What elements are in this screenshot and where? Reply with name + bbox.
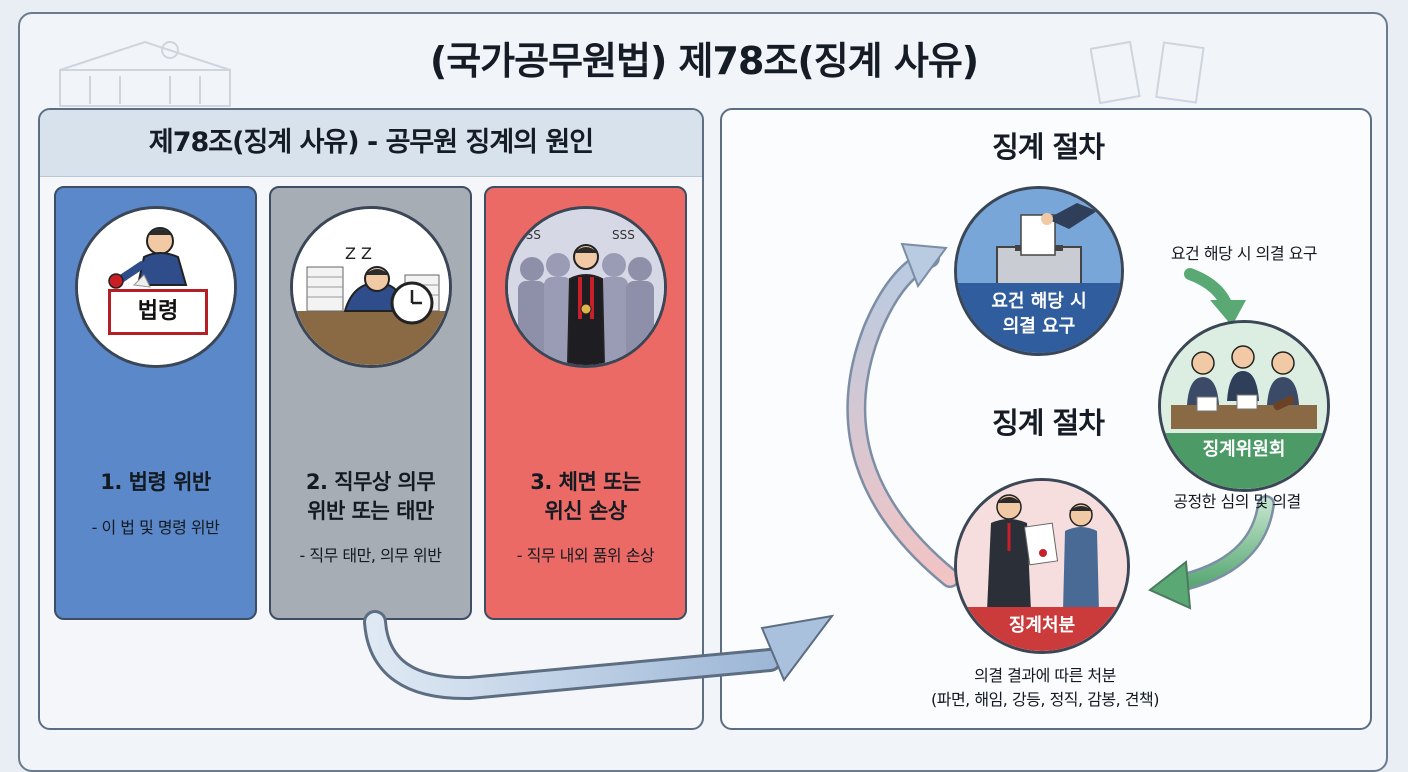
step-request-circle: 요건 해당 시 의결 요구 bbox=[954, 186, 1124, 356]
cause-title-3-line2: 위신 손상 bbox=[544, 499, 627, 523]
cause-desc-3: - 직무 내외 품위 손상 bbox=[516, 546, 655, 565]
person-breaking-law-icon bbox=[78, 209, 234, 365]
step-request-label-line2: 의결 요구 bbox=[1002, 316, 1076, 337]
step-request-label: 요건 해당 시 의결 요구 bbox=[957, 289, 1121, 339]
law-violation-illustration: 법령 bbox=[75, 206, 237, 368]
cause-card-law-violation: 법령 1. 법령 위반 - 이 법 및 명령 위반 bbox=[54, 186, 257, 620]
page-title: (국가공무원법) 제78조(징계 사유) bbox=[429, 39, 979, 83]
step-request-label-line1: 요건 해당 시 bbox=[991, 291, 1087, 312]
cause-title-1: 1. 법령 위반 bbox=[56, 468, 255, 497]
dignity-damage-illustration: SSS SSS bbox=[505, 206, 667, 368]
step-committee-circle: 징계위원회 bbox=[1158, 320, 1330, 492]
building-deco-icon bbox=[59, 40, 231, 107]
procedure-title-top: 징계 절차 bbox=[992, 130, 1105, 164]
cause-title-3: 3. 체면 또는 위신 손상 bbox=[486, 468, 685, 526]
gossip-crowd-icon: SSS SSS bbox=[508, 209, 664, 365]
law-sign: 법령 bbox=[108, 289, 208, 335]
step-committee-label: 징계위원회 bbox=[1202, 439, 1286, 460]
cause-title-2-line2: 위반 또는 태만 bbox=[307, 499, 434, 523]
cause-title-1-text: 1. 법령 위반 bbox=[100, 470, 211, 494]
svg-text:Z Z: Z Z bbox=[345, 244, 372, 263]
gavel-icon bbox=[1273, 395, 1295, 411]
note-disposition-line1: 의결 결과에 따른 처분 bbox=[974, 666, 1116, 685]
step-disposition-label: 징계처분 bbox=[1008, 615, 1076, 636]
clock-icon bbox=[390, 281, 434, 325]
cause-card-duty-neglect: Z Z 2. 직무상 의무 위반 또는 태만 - 직무 태만, 의무 위반 bbox=[269, 186, 472, 620]
step-disposition-circle: 징계처분 bbox=[954, 478, 1130, 654]
sleeping-worker-icon: Z Z bbox=[293, 209, 449, 365]
cause-title-2-line1: 2. 직무상 의무 bbox=[305, 470, 436, 494]
cause-desc-1: - 이 법 및 명령 위반 bbox=[91, 518, 220, 537]
handing-document-icon bbox=[957, 481, 1127, 651]
cause-title-2: 2. 직무상 의무 위반 또는 태만 bbox=[271, 468, 470, 526]
note-committee: 공정한 심의 및 의결 bbox=[1173, 492, 1301, 511]
note-disposition-line2: (파면, 해임, 강등, 정직, 감봉, 견책) bbox=[931, 690, 1159, 709]
cause-desc-2: - 직무 태만, 의무 위반 bbox=[299, 546, 442, 565]
procedure-title-mid: 징계 절차 bbox=[992, 406, 1105, 440]
document-deco-icon bbox=[1090, 40, 1205, 105]
committee-members-icon bbox=[1161, 323, 1327, 489]
cause-title-3-line1: 3. 체면 또는 bbox=[530, 470, 641, 494]
note-disposition: 의결 결과에 따른 처분 (파면, 해임, 강등, 정직, 감봉, 견책) bbox=[890, 664, 1200, 712]
cause-card-dignity-damage: SSS SSS 3. 체면 또는 위신 손상 - 직무 내외 품위 손상 bbox=[484, 186, 687, 620]
note-request: 요건 해당 시 의결 요구 bbox=[1170, 244, 1318, 263]
svg-text:SSS: SSS bbox=[612, 228, 635, 242]
causes-heading: 제78조(징계 사유) - 공무원 징계의 원인 bbox=[40, 110, 702, 177]
